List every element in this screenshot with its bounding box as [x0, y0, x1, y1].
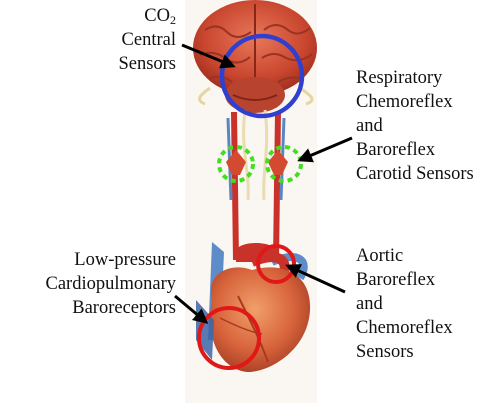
aortic-label-line-1: Aortic [356, 244, 453, 268]
cardiopulmonary-label-line-2: Cardiopulmonary [6, 272, 176, 296]
carotid-label-line-3: and [356, 114, 474, 138]
cardiopulmonary-label: Low-pressure Cardiopulmonary Barorecepto… [6, 248, 176, 320]
co2-label-line-3: Sensors [96, 52, 176, 76]
cardiopulmonary-label-line-3: Baroreceptors [6, 296, 176, 320]
carotid-label-line-5: Carotid Sensors [356, 162, 474, 186]
aortic-sensors-label: Aortic Baroreflex and Chemoreflex Sensor… [356, 244, 453, 364]
carotid-sensors-label: Respiratory Chemoreflex and Baroreflex C… [356, 66, 474, 186]
co2-central-sensors-label: CO2 Central Sensors [96, 4, 176, 76]
carotid-label-line-2: Chemoreflex [356, 90, 474, 114]
co2-label-subscript: 2 [170, 13, 176, 27]
co2-label-prefix: CO [144, 6, 170, 26]
aortic-label-line-3: and [356, 292, 453, 316]
co2-label-line-2: Central [96, 28, 176, 52]
carotid-label-line-1: Respiratory [356, 66, 474, 90]
carotid-label-line-4: Baroreflex [356, 138, 474, 162]
aortic-label-line-2: Baroreflex [356, 268, 453, 292]
cardiopulmonary-label-line-1: Low-pressure [6, 248, 176, 272]
aortic-label-line-5: Sensors [356, 340, 453, 364]
aortic-label-line-4: Chemoreflex [356, 316, 453, 340]
